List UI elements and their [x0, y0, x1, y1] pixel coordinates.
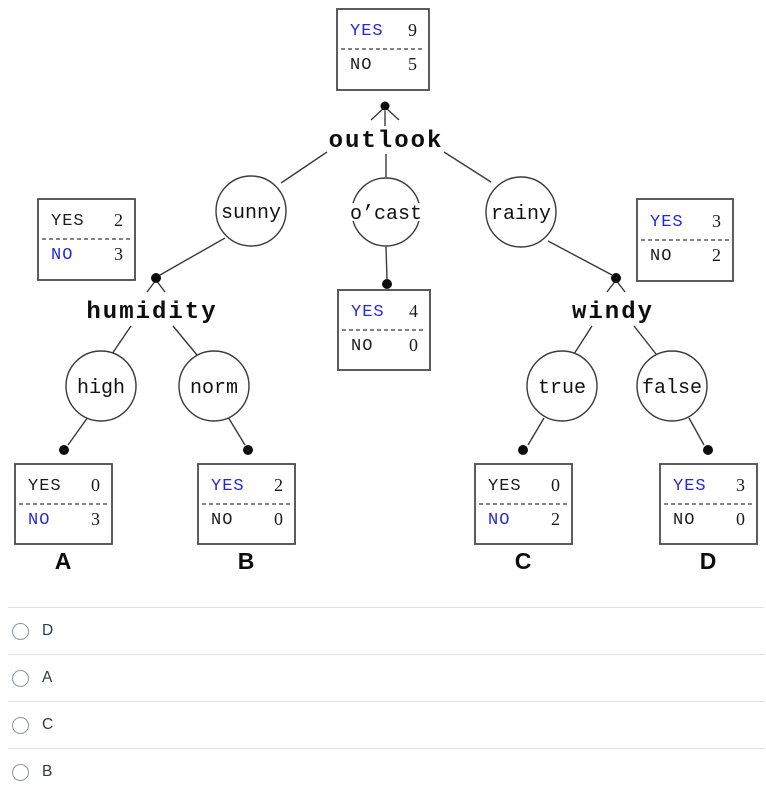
- node-dot: [243, 445, 253, 455]
- edge: [688, 417, 705, 446]
- no-value: 3: [114, 244, 123, 264]
- branch-label-high: high: [77, 377, 125, 400]
- no-value: 0: [274, 509, 283, 529]
- edge: [443, 151, 492, 183]
- branch-label-true: true: [538, 377, 586, 400]
- stats-box-rainy: YES 3 NO 2: [636, 198, 734, 282]
- yes-value: 9: [408, 20, 417, 40]
- no-value: 3: [91, 509, 100, 529]
- no-value: 0: [409, 335, 418, 355]
- radio-button[interactable]: [12, 669, 29, 687]
- branch-label-ocast: o’cast: [350, 203, 422, 226]
- yes-label: YES: [211, 477, 245, 496]
- node-dot: [703, 445, 713, 455]
- edge: [111, 325, 132, 355]
- edge: [633, 325, 657, 355]
- edge: [547, 240, 613, 276]
- yes-value: 2: [274, 475, 283, 495]
- no-label: NO: [650, 247, 672, 266]
- radio-button[interactable]: [12, 716, 29, 734]
- answer-label: A: [42, 669, 53, 686]
- yes-label: YES: [28, 477, 62, 496]
- node-dot: [518, 445, 528, 455]
- yes-label: YES: [673, 477, 707, 496]
- node-dot: [151, 273, 161, 283]
- leaf-label-a: A: [55, 548, 72, 574]
- yes-value: 2: [114, 210, 123, 230]
- stats-box-ocast: YES 4 NO 0: [337, 289, 431, 371]
- branch-label-sunny: sunny: [221, 202, 281, 225]
- yes-value: 0: [551, 475, 560, 495]
- answer-options: D A C B: [8, 607, 764, 795]
- yes-label: YES: [351, 303, 385, 322]
- yes-value: 3: [712, 211, 721, 231]
- no-label: NO: [28, 511, 50, 530]
- decision-tree-diagram: sunny o’cast rainy high norm true false …: [14, 8, 758, 574]
- node-label-humidity: humidity: [86, 299, 217, 326]
- node-dot: [611, 273, 621, 283]
- no-label: NO: [211, 511, 233, 530]
- edge: [67, 416, 89, 446]
- no-label: NO: [488, 511, 510, 530]
- yes-label: YES: [350, 22, 384, 41]
- leaf-label-c: C: [515, 548, 532, 574]
- leaf-box-a: YES 0 NO 3 A: [14, 463, 113, 574]
- no-value: 2: [712, 245, 721, 265]
- leaf-box-b: YES 2 NO 0 B: [197, 463, 296, 574]
- answer-option-a[interactable]: A: [8, 654, 764, 701]
- answer-label: B: [42, 763, 53, 780]
- yes-value: 3: [736, 475, 745, 495]
- edge: [385, 246, 388, 280]
- node-dot: [382, 279, 392, 289]
- node-label-windy: windy: [572, 299, 654, 326]
- no-label: NO: [51, 246, 73, 265]
- radio-button[interactable]: [12, 622, 29, 640]
- answer-option-d[interactable]: D: [8, 607, 764, 654]
- branch-label-rainy: rainy: [491, 203, 551, 226]
- no-label: NO: [350, 56, 372, 75]
- no-label: NO: [351, 337, 373, 356]
- answer-label: D: [42, 622, 54, 639]
- tree-edges: [67, 106, 705, 446]
- yes-value: 4: [409, 301, 418, 321]
- stats-box-root: YES 9 NO 5: [336, 8, 430, 91]
- node-dots: [59, 101, 713, 455]
- leaf-label-b: B: [238, 548, 255, 574]
- node-dot: [380, 101, 390, 111]
- edge: [227, 416, 246, 446]
- edge: [280, 151, 328, 184]
- answer-option-c[interactable]: C: [8, 701, 764, 748]
- branch-label-false: false: [642, 377, 702, 400]
- edge: [527, 417, 545, 446]
- edge: [159, 237, 226, 276]
- node-label-outlook: outlook: [329, 128, 444, 155]
- no-value: 2: [551, 509, 560, 529]
- yes-label: YES: [650, 213, 684, 232]
- radio-button[interactable]: [12, 763, 29, 781]
- no-label: NO: [673, 511, 695, 530]
- yes-label: YES: [488, 477, 522, 496]
- yes-label: YES: [51, 212, 85, 231]
- leaf-box-d: YES 3 NO 0 D: [659, 463, 758, 574]
- leaf-box-c: YES 0 NO 2 C: [474, 463, 573, 574]
- answer-option-b[interactable]: B: [8, 748, 764, 795]
- edge: [172, 325, 198, 356]
- answer-label: C: [42, 716, 54, 733]
- branch-label-norm: norm: [190, 377, 238, 400]
- edge: [573, 325, 593, 355]
- node-dot: [59, 445, 69, 455]
- no-value: 0: [736, 509, 745, 529]
- no-value: 5: [408, 54, 417, 74]
- stats-box-sunny: YES 2 NO 3: [37, 198, 136, 281]
- leaf-label-d: D: [700, 548, 717, 574]
- yes-value: 0: [91, 475, 100, 495]
- branch-circles: sunny o’cast rainy high norm true false: [65, 175, 708, 422]
